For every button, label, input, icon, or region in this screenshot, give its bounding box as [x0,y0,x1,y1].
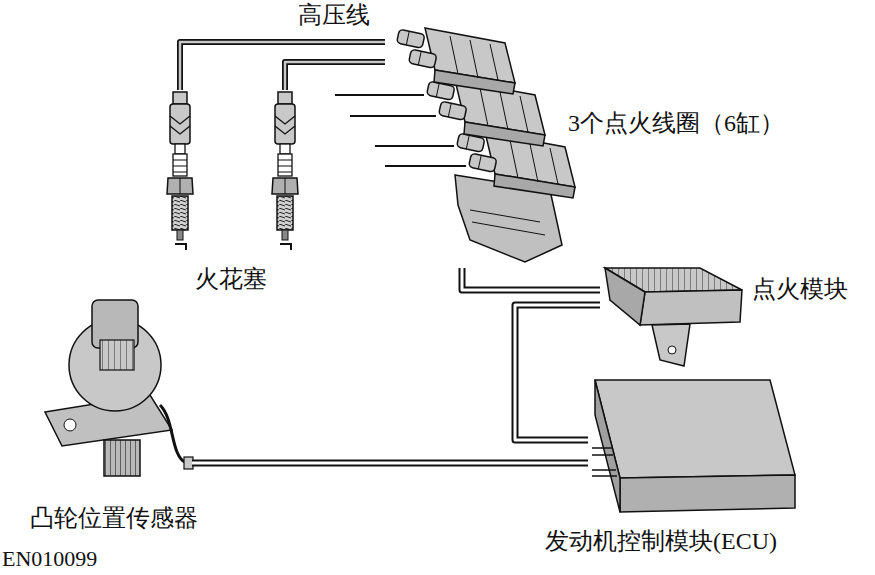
spark-plug [272,92,298,250]
part-label: 凸轮位置传感器 [30,505,198,533]
cable [192,463,588,464]
cable-core [192,462,588,465]
cable-core [462,268,600,290]
figure-code: EN010099 [2,546,97,571]
spark-plug [167,92,193,250]
cable-outline [462,268,600,290]
cable-outline [192,460,588,467]
cable [180,42,385,90]
part-label: 3个点火线圈（6缸） [568,110,784,138]
cable [462,268,600,290]
cam-sensor [45,300,193,476]
part-label: 点火模块 [752,276,848,304]
ignition-module-part: 点火模块 [600,262,742,372]
cable-outline [515,305,600,440]
cable-label: 高压线 [296,2,372,30]
ignition-coil-part: 3个点火线圈（6缸） [385,26,560,268]
ecu-part: 发动机控制模块(ECU) [588,378,798,514]
cam-sensor-part: 凸轮位置传感器 [38,298,192,478]
cable-core [180,42,385,90]
cable [285,62,385,90]
ecu-box [592,380,795,512]
spark-plug-part: 火花塞 [155,90,305,252]
ignition-module [605,268,742,366]
cable-outline [285,62,385,90]
cable-core [515,305,600,440]
cable-core [285,62,385,90]
cable-outline [180,42,385,90]
cable [515,305,600,440]
part-label: 发动机控制模块(ECU) [545,528,777,556]
part-label: 火花塞 [195,266,267,294]
